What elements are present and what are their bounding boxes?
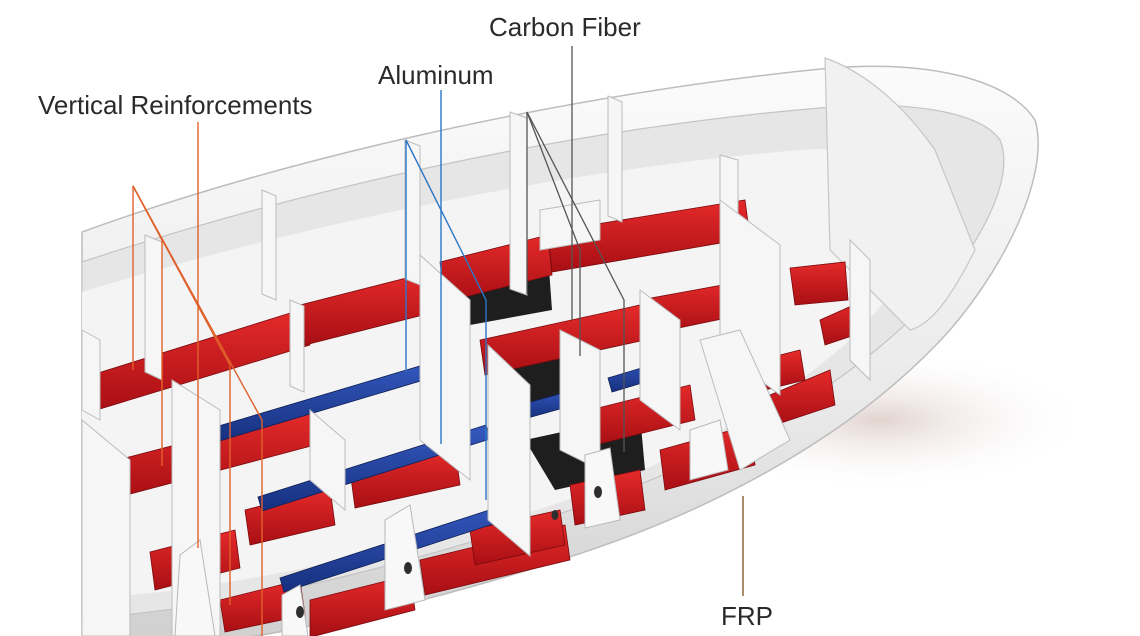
label-vertical-reinforcements: Vertical Reinforcements <box>38 90 313 120</box>
label-aluminum: Aluminum <box>378 60 494 90</box>
vertical-frames <box>81 95 871 636</box>
frame-holes <box>296 486 602 618</box>
vertical-reinforcements-leaders <box>132 122 263 636</box>
carbon-fiber-leaders <box>526 46 625 452</box>
label-carbon-fiber: Carbon Fiber <box>489 12 641 42</box>
label-frp: FRP <box>721 601 773 631</box>
aluminum-leaders <box>405 90 487 500</box>
frame-gussets <box>174 419 729 636</box>
